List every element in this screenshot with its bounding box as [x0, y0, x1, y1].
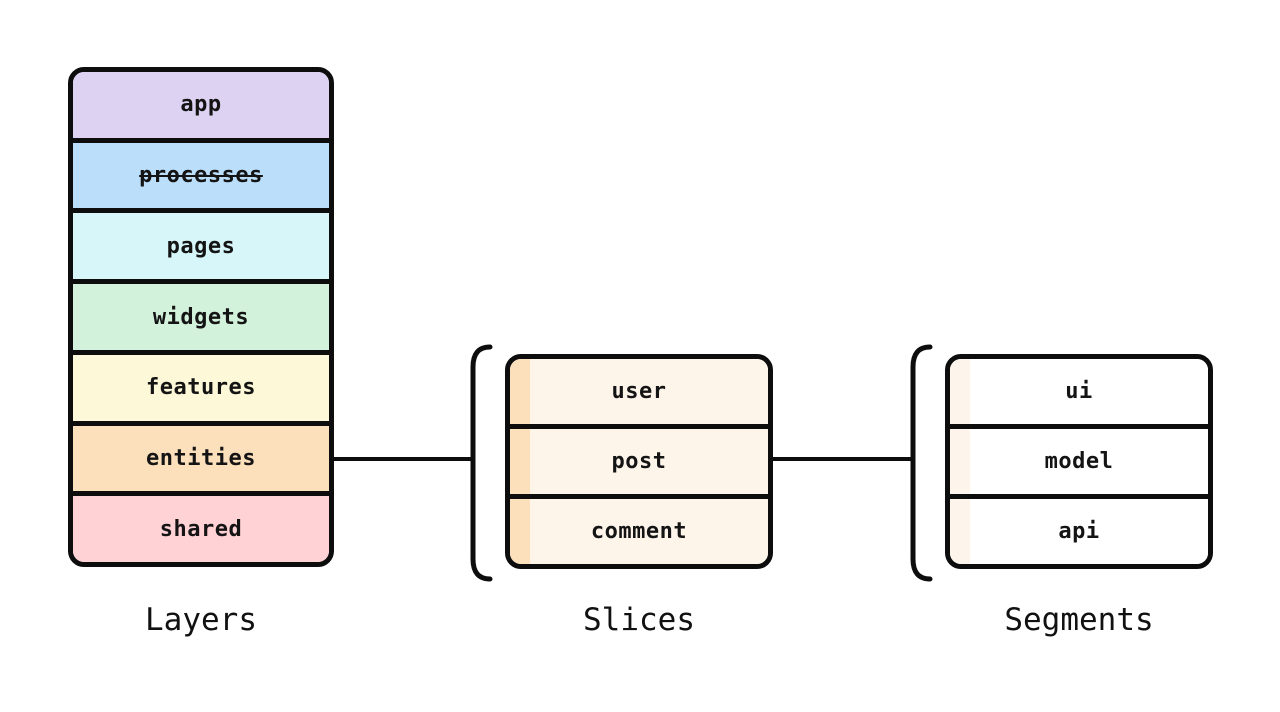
slice-row-user: user — [510, 359, 768, 424]
layer-label-app: app — [180, 92, 222, 118]
slice-row-comment: comment — [510, 494, 768, 564]
slice-label-comment: comment — [590, 519, 688, 544]
slices-caption: Slices — [583, 602, 695, 638]
segment-row-model: model — [950, 424, 1208, 494]
slice-label-post: post — [611, 449, 667, 474]
segment-label-api: api — [1058, 519, 1100, 544]
slice-stripe — [510, 359, 530, 424]
connector-layers-to-slices — [331, 457, 473, 461]
slice-stripe — [510, 499, 530, 564]
segments-group-bracket-icon — [910, 344, 933, 582]
slice-row-post: post — [510, 424, 768, 494]
layer-label-processes: processes — [139, 163, 263, 189]
layer-row-pages: pages — [73, 208, 329, 280]
layer-row-features: features — [73, 349, 329, 421]
slices-group-bracket-icon — [470, 344, 493, 582]
layer-label-shared: shared — [159, 516, 243, 542]
segment-row-api: api — [950, 494, 1208, 564]
segment-stripe — [950, 359, 970, 424]
layer-label-pages: pages — [166, 233, 236, 259]
layer-row-processes: processes — [73, 137, 329, 209]
layer-label-features: features — [146, 375, 256, 401]
layers-stack: app processes pages widgets features ent… — [68, 67, 334, 567]
connector-slices-to-segments — [769, 457, 915, 461]
layer-row-entities: entities — [73, 420, 329, 492]
slices-stack: user post comment — [505, 354, 773, 569]
layer-label-entities: entities — [146, 445, 256, 471]
layers-caption: Layers — [145, 602, 257, 638]
segment-stripe — [950, 499, 970, 564]
segments-caption: Segments — [1004, 602, 1154, 638]
segment-stripe — [950, 429, 970, 494]
slice-label-user: user — [611, 379, 667, 404]
slice-stripe — [510, 429, 530, 494]
layer-row-widgets: widgets — [73, 279, 329, 350]
segment-row-ui: ui — [950, 359, 1208, 424]
layer-row-app: app — [73, 72, 329, 138]
layer-row-shared: shared — [73, 491, 329, 562]
segment-label-ui: ui — [1065, 379, 1093, 404]
segment-label-model: model — [1044, 449, 1114, 474]
segments-stack: ui model api — [945, 354, 1213, 569]
layer-label-widgets: widgets — [152, 304, 250, 330]
